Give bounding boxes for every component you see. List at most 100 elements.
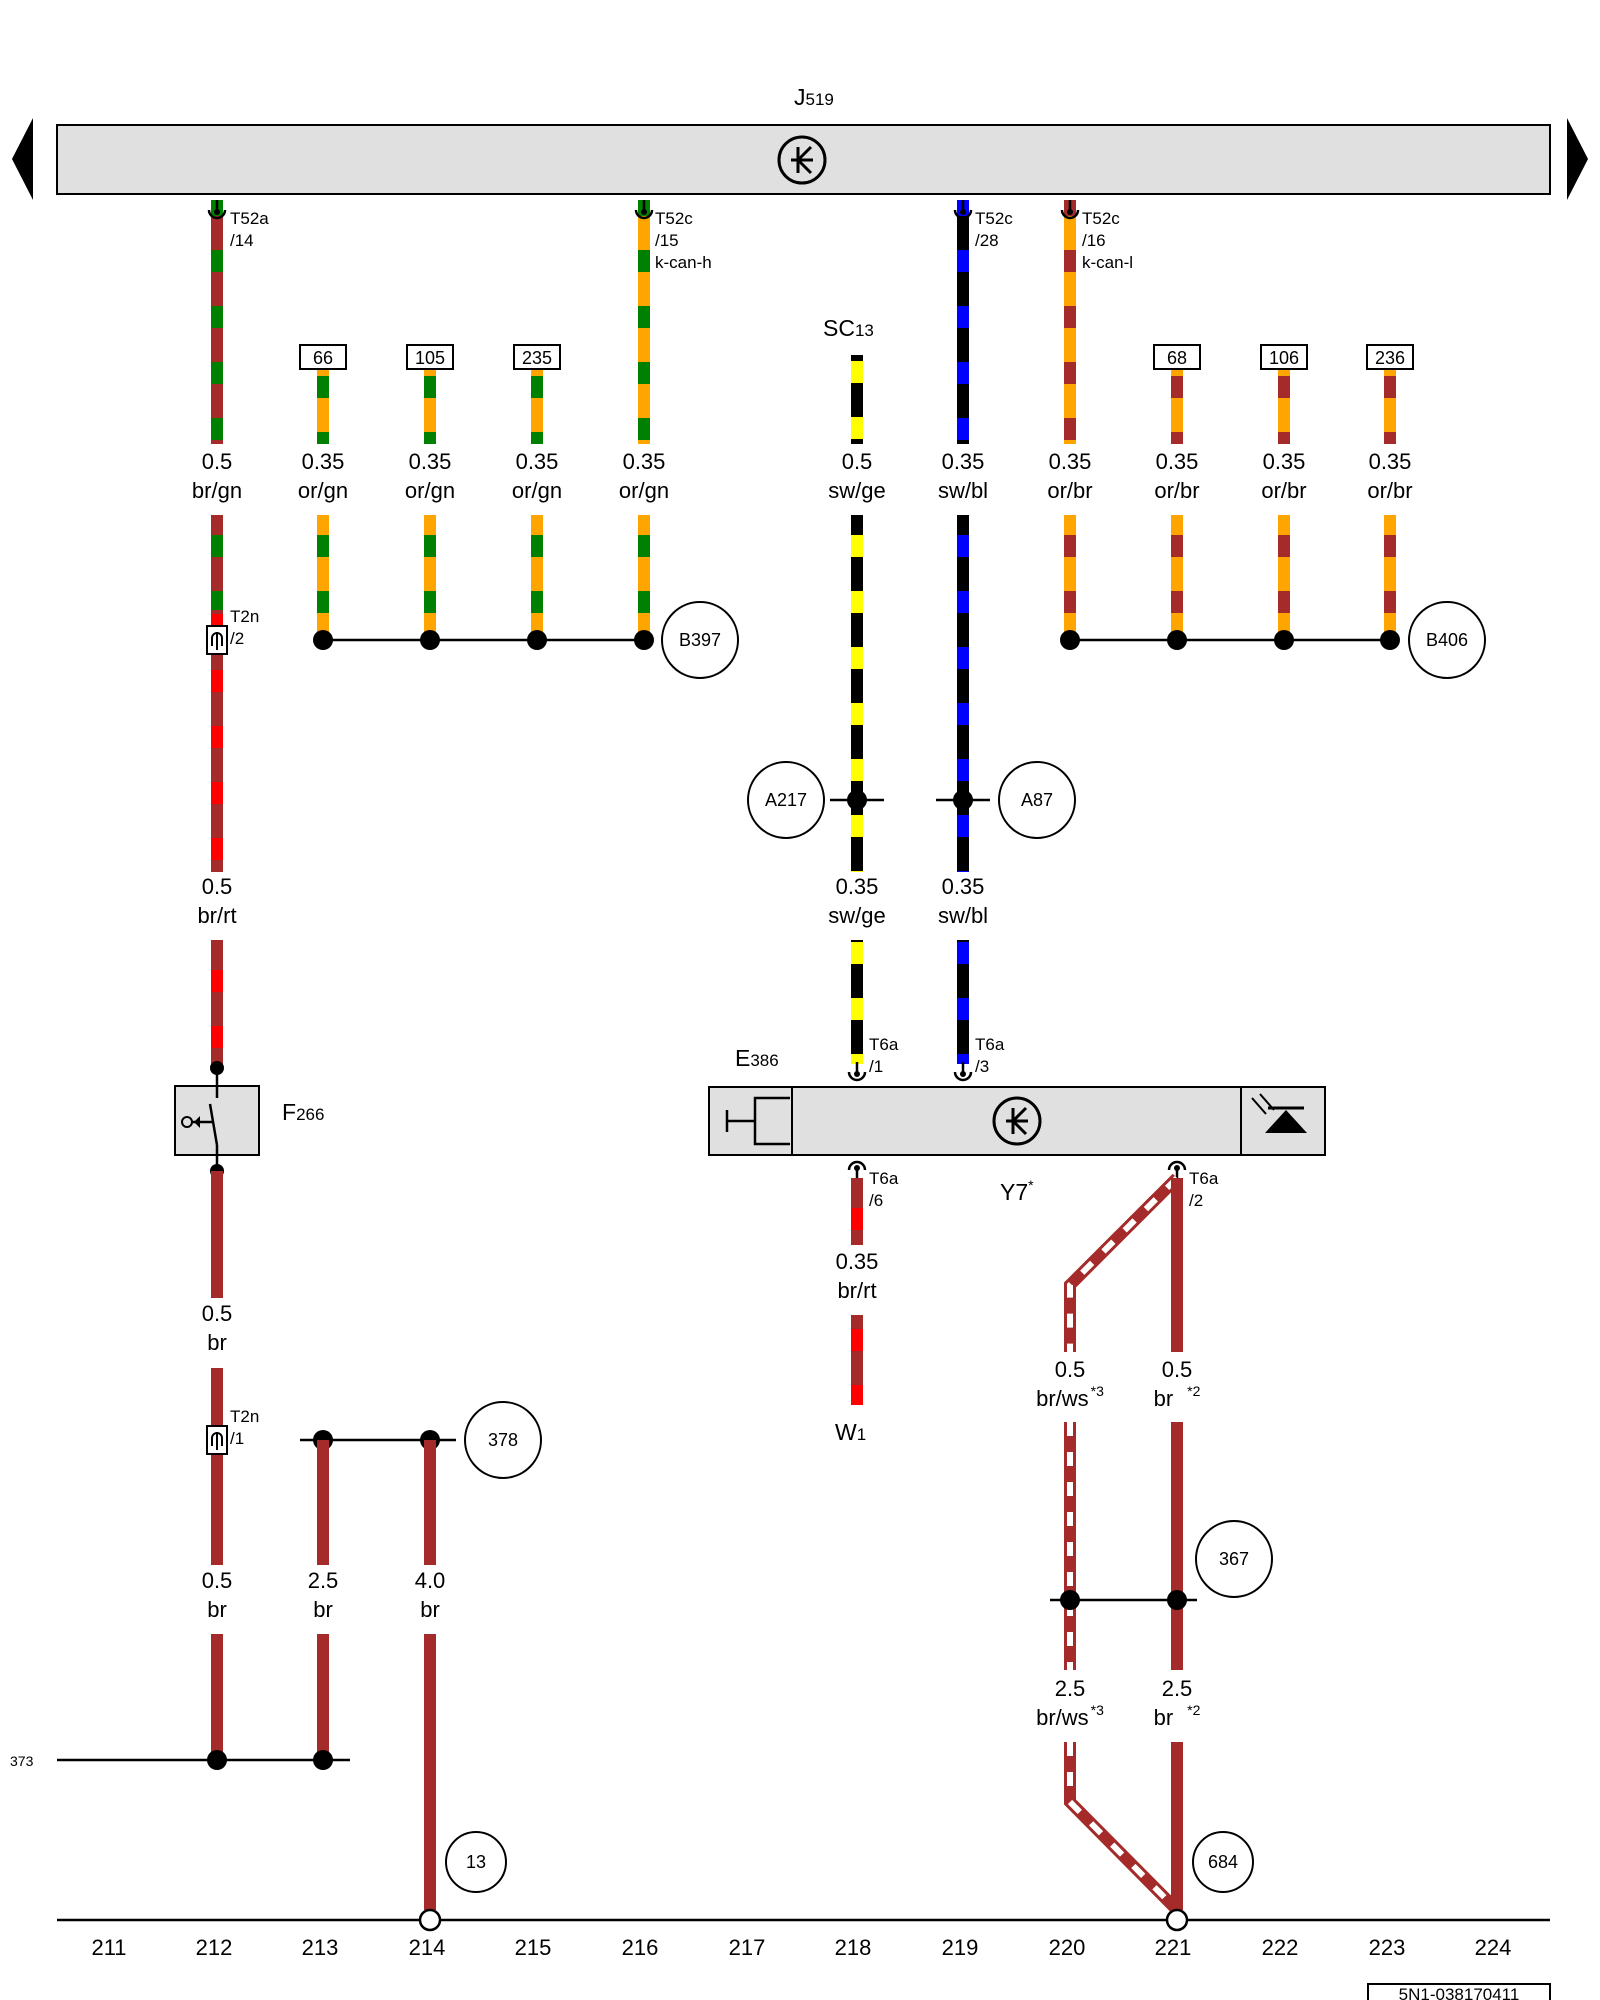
grid-number: 217 bbox=[729, 1935, 766, 1960]
connector-t6a-2: T6a/2 bbox=[1189, 1169, 1219, 1210]
y7-label: Y7* bbox=[1000, 1177, 1034, 1205]
ground-point-214 bbox=[418, 1908, 442, 1932]
switch-icon bbox=[181, 1103, 219, 1146]
svg-text:B397: B397 bbox=[679, 630, 721, 650]
left-continuation-arrow bbox=[12, 118, 33, 200]
svg-text:A87: A87 bbox=[1021, 790, 1053, 810]
svg-text:13: 13 bbox=[466, 1852, 486, 1872]
svg-text:235: 235 bbox=[522, 348, 552, 368]
grid-number: 224 bbox=[1475, 1935, 1512, 1960]
svg-text:236: 236 bbox=[1375, 348, 1405, 368]
connector-t6a-6: T6a/6 bbox=[869, 1169, 899, 1210]
svg-text:66: 66 bbox=[313, 348, 333, 368]
ground-point-221 bbox=[1165, 1908, 1189, 1932]
svg-text:105: 105 bbox=[415, 348, 445, 368]
grid-number: 214 bbox=[409, 1935, 446, 1960]
circle-a217: A217 bbox=[747, 761, 825, 839]
circle-367: 367 bbox=[1195, 1520, 1273, 1598]
terminal-icon bbox=[847, 1160, 867, 1182]
svg-text:684: 684 bbox=[1208, 1852, 1238, 1872]
ref-box-66: 66 bbox=[299, 344, 347, 370]
grid-number: 215 bbox=[515, 1935, 552, 1960]
grid-numbers: 211 212 213 214 215 216 217 218 219 220 … bbox=[91, 1935, 1511, 1960]
grid-number: 223 bbox=[1369, 1935, 1406, 1960]
svg-text:68: 68 bbox=[1167, 348, 1187, 368]
circle-b406: B406 bbox=[1408, 601, 1486, 679]
ref-box-106: 106 bbox=[1260, 344, 1308, 370]
circle-13: 13 bbox=[445, 1831, 507, 1893]
photodiode-icon bbox=[1251, 1093, 1307, 1133]
svg-text:A217: A217 bbox=[765, 790, 807, 810]
connector-t6a-1: T6a/1 bbox=[869, 1035, 899, 1076]
wire-group-or-gn bbox=[317, 200, 650, 640]
grid-number: 220 bbox=[1049, 1935, 1086, 1960]
connector-t2n-1: T2n/1 bbox=[230, 1407, 259, 1448]
footer-code: 5N1-038170411 bbox=[1367, 1983, 1551, 2000]
circle-b397: B397 bbox=[661, 601, 739, 679]
connector-t52c-28: T52c/28 bbox=[975, 209, 1013, 250]
circle-378: 378 bbox=[464, 1401, 542, 1479]
grid-number: 218 bbox=[835, 1935, 872, 1960]
ref-373: 373 bbox=[10, 1753, 34, 1769]
circle-684: 684 bbox=[1192, 1831, 1254, 1893]
ref-box-236: 236 bbox=[1366, 344, 1414, 370]
plug-connector-icon bbox=[206, 1425, 228, 1455]
ref-box-105: 105 bbox=[406, 344, 454, 370]
grid-number: 222 bbox=[1262, 1935, 1299, 1960]
svg-text:B406: B406 bbox=[1426, 630, 1468, 650]
right-continuation-arrow bbox=[1567, 118, 1588, 200]
grid-number: 211 bbox=[91, 1935, 126, 1960]
grid-number: 221 bbox=[1155, 1935, 1192, 1960]
svg-text:378: 378 bbox=[488, 1430, 518, 1450]
connector-t2n-2: T2n/2 bbox=[230, 607, 259, 648]
grid-number: 216 bbox=[622, 1935, 659, 1960]
plug-connector-icon bbox=[206, 625, 228, 655]
button-switch-icon bbox=[725, 1096, 790, 1146]
svg-text:367: 367 bbox=[1219, 1549, 1249, 1569]
circle-a87: A87 bbox=[998, 761, 1076, 839]
svg-text:5N1-038170411: 5N1-038170411 bbox=[1399, 1985, 1520, 2000]
grid-number: 213 bbox=[302, 1935, 339, 1960]
grid-number: 212 bbox=[196, 1935, 233, 1960]
f266-label: F266 bbox=[282, 1099, 324, 1125]
grid-number: 219 bbox=[942, 1935, 979, 1960]
w1-label: W1 bbox=[835, 1419, 866, 1445]
connector-t52a-14: T52a/14 bbox=[230, 209, 269, 250]
sc13-label: SC13 bbox=[823, 315, 874, 341]
terminal-icon bbox=[847, 1060, 867, 1082]
e386-label: E386 bbox=[735, 1045, 779, 1071]
terminal-icon bbox=[953, 1060, 973, 1082]
ref-box-68: 68 bbox=[1153, 344, 1201, 370]
svg-text:106: 106 bbox=[1269, 348, 1299, 368]
wire-group-or-br bbox=[1064, 200, 1396, 640]
j519-label: J519 bbox=[794, 84, 834, 110]
ref-box-235: 235 bbox=[513, 344, 561, 370]
connector-t6a-3: T6a/3 bbox=[975, 1035, 1005, 1076]
